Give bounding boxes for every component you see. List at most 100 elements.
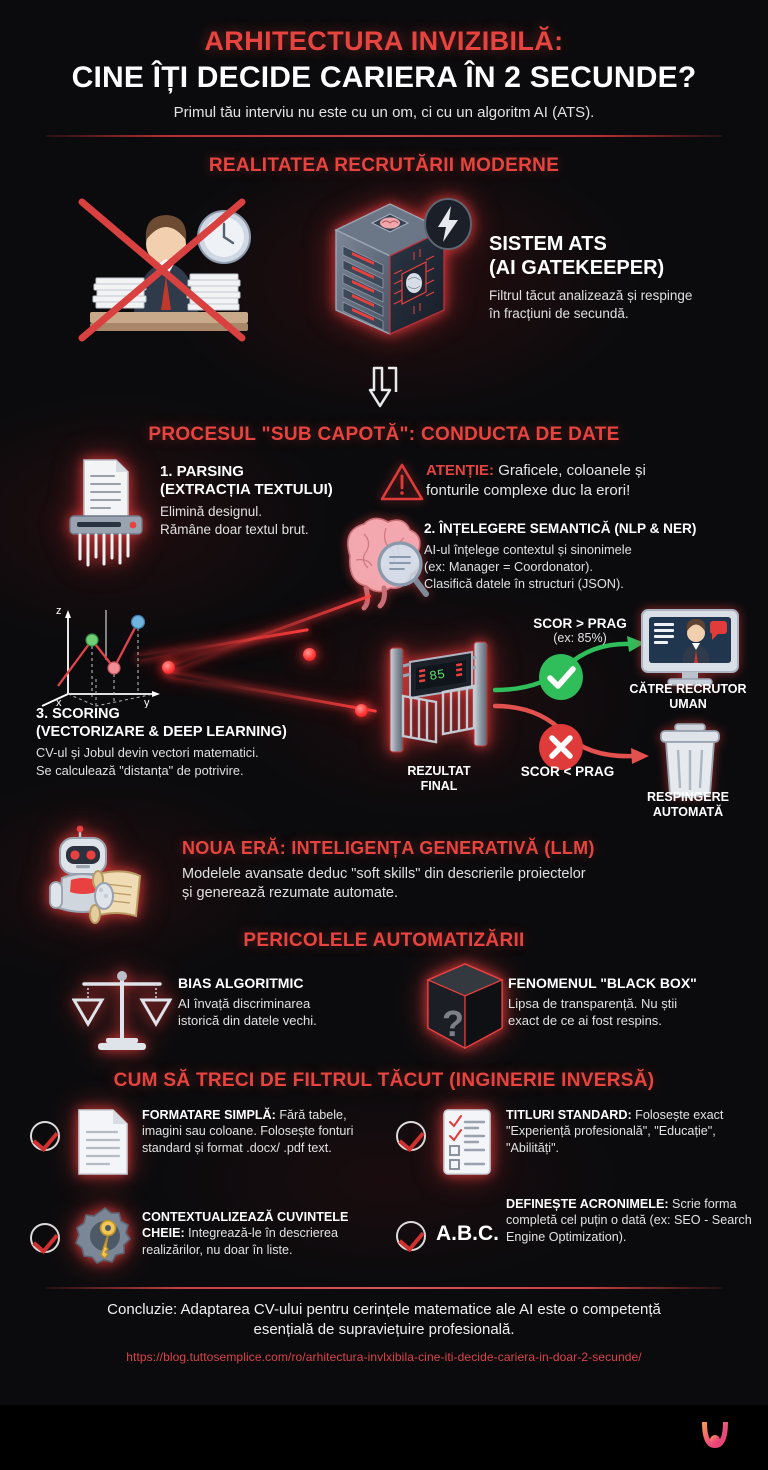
trash-bin-icon [655,722,725,800]
tip-1-lead: TITLURI STANDARD: [506,1108,632,1122]
pipeline-warning-text: ATENȚIE: Graficele, coloanele și fonturi… [426,461,756,500]
step3-desc-line2: Se calculează "distanța" de potrivire. [36,762,244,778]
ats-text-block: SISTEM ATS (AI GATEKEEPER) Filtrul tăcut… [489,232,757,323]
tip-2-body: Integrează-le în descrierea realizărilor… [142,1226,338,1257]
pipeline-step2-text: 2. ÎNȚELEGERE SEMANTICĂ (NLP & NER) AI-u… [424,521,760,592]
step3-desc-line1: CV-ul și Jobul devin vectori matematici. [36,745,259,761]
branch-pass-sub: (ex: 85%) [553,631,607,645]
brand-logo-icon [702,1422,728,1448]
outcome-fail-caption: RESPINGERE AUTOMATĂ [608,790,768,820]
ats-desc-line2: în fracțiuni de secundă. [489,305,629,321]
checklist-icon [440,1108,494,1181]
danger-1-title: FENOMENUL "BLACK BOX" [508,975,697,991]
tip-2-lead: CONTEXTUALIZEAZĂ CUVINTELE CHEIE: [142,1210,349,1241]
danger-0-title: BIAS ALGORITMIC [178,975,304,991]
shredder-icon [60,456,152,568]
section-reality-heading-wrap: REALITATEA RECRUTĂRII MODERNE [0,155,768,177]
gate-turnstile-icon: 85 [380,632,498,762]
human-recruiter-illustration [72,196,262,346]
header-divider [46,135,722,137]
svg-text:85: 85 [428,667,446,684]
section-tips-heading: CUM SĂ TRECI DE FILTRUL TĂCUT (INGINERIE… [113,1070,655,1091]
section-llm-text: NOUA ERĂ: INTELIGENȚA GENERATIVĂ (LLM) M… [182,838,742,904]
warning-text-line2: fonturile complexe duc la erori! [426,481,631,499]
red-cross-icon [78,198,246,342]
abc-label: A.B.C. [436,1222,499,1245]
x-circle-icon [539,724,583,770]
page-subtitle: Primul tău interviu nu este cu un om, ci… [173,104,595,121]
warning-triangle-icon [380,463,424,501]
step1-desc-line1: Elimină designul. [160,503,263,519]
check-circle-icon [539,654,583,700]
outcome-fail-line1: RESPINGERE [647,790,729,804]
gate-caption: REZULTAT FINAL [380,764,498,794]
tip-1-check-icon [396,1121,426,1151]
ats-desc-line1: Filtrul tăcut analizează și respinge [489,287,693,303]
page-title-line1: ARHITECTURA INVIZIBILĂ: [204,26,564,56]
step1-title-line2: (EXTRACȚIA TEXTULUI) [160,481,333,499]
conclusion-line1: Concluzie: Adaptarea CV-ului pentru ceri… [107,1301,661,1318]
pipeline-step1-text: 1. PARSING (EXTRACȚIA TEXTULUI) Elimină … [160,463,370,539]
brain-magnifier-icon [330,516,434,612]
step2-title: 2. ÎNȚELEGERE SEMANTICĂ (NLP & NER) [424,521,697,536]
step2-desc-line1: AI-ul înțelege contextul și sinonimele [424,541,632,557]
ats-server-icon [316,194,472,344]
gate-caption-line1: REZULTAT [407,764,471,778]
tip-3-body: Scrie forma completă cel puțin o dată (e… [506,1197,752,1244]
step1-title-line1: 1. PARSING [160,463,244,480]
conclusion-line2: esențială de supraviețuire profesională. [253,1321,515,1339]
step1-desc-line2: Rămâne doar textul brut. [160,521,309,537]
svg-text:y: y [144,697,150,708]
branch-fail-labels: SCOR < PRAG [500,764,635,779]
llm-desc-line2: și generează rezumate automate. [182,885,399,902]
tip-2-check-icon [30,1223,60,1253]
tip-0-body: Fără tabele, imagini sau coloane. Folose… [142,1108,354,1155]
footer-conclusion: Concluzie: Adaptarea CV-ului pentru ceri… [40,1300,728,1364]
step3-title-line2: (VECTORIZARE & DEEP LEARNING) [36,723,287,740]
page-title-line2: CINE ÎȚI DECIDE CARIERA ÎN 2 SECUNDE? [71,61,697,94]
warning-text-line1: Graficele, coloanele și [498,462,646,479]
svg-text:?: ? [442,1003,464,1044]
down-arrow-icon [368,366,398,408]
section-llm-heading: NOUA ERĂ: INTELIGENȚA GENERATIVĂ (LLM) [182,838,595,858]
section-dangers-heading-wrap: PERICOLELE AUTOMATIZĂRII [0,930,768,952]
outcome-fail-line2: AUTOMATĂ [652,805,724,819]
step3-title-line1: 3. SCORING [36,706,120,722]
section-dangers-heading: PERICOLELE AUTOMATIZĂRII [243,930,525,951]
tip-0-lead: FORMATARE SIMPLĂ: [142,1108,276,1122]
outcome-pass-line2: UMAN [669,697,707,711]
footer-divider [46,1287,722,1289]
beam-node-gate [355,704,368,717]
recruiter-monitor-icon [638,608,742,688]
warning-label: ATENȚIE: [426,462,495,479]
tip-0-check-icon [30,1121,60,1151]
danger-1-desc-line2: exact de ce ai fost respins. [508,1013,662,1029]
tip-3-lead: DEFINEȘTE ACRONIMELE: [506,1197,669,1211]
gate-caption-line2: FINAL [420,779,458,793]
section-pipeline-heading-wrap: PROCESUL "SUB CAPOTĂ": CONDUCTA DE DATE [0,424,768,446]
ats-title-line2: (AI GATEKEEPER) [489,257,665,280]
danger-0-desc-line2: istorică din datele vechi. [178,1013,317,1029]
tip-3-check-icon [396,1221,426,1251]
step2-desc-line2: (ex: Manager = Coordonator). [424,558,593,574]
outcome-pass-caption: CĂTRE RECRUTOR UMAN [608,682,768,712]
danger-item-1: FENOMENUL "BLACK BOX" Lipsa de transpare… [508,975,758,1030]
infographic-canvas: ARHITECTURA INVIZIBILĂ: CINE ÎȚI DECIDE … [0,0,768,1405]
outcome-pass-line1: CĂTRE RECRUTOR [629,682,747,696]
branch-pass-labels: SCOR > PRAG (ex: 85%) [500,616,660,645]
branch-pass-label: SCOR > PRAG [533,616,627,631]
header: ARHITECTURA INVIZIBILĂ: CINE ÎȚI DECIDE … [0,0,768,137]
ats-title-line1: SISTEM ATS [489,233,607,255]
footer-strip [0,1405,768,1470]
step2-desc-line3: Clasifică datele în structuri (JSON). [424,575,624,591]
beam-node-left [162,661,175,674]
danger-0-desc-line1: AI învață discriminarea [178,996,311,1012]
section-reality-heading: REALITATEA RECRUTĂRII MODERNE [208,155,560,176]
footer-url[interactable]: https://blog.tuttosemplice.com/ro/arhite… [126,1349,642,1364]
tip-1-body: Folosește exact "Experiență profesională… [506,1108,724,1155]
branch-fail-label: SCOR < PRAG [520,764,615,779]
lightning-badge-icon [424,198,472,250]
beam-node-mid [303,648,316,661]
black-box-icon: ? [422,960,508,1052]
pipeline-step3-text: 3. SCORING (VECTORIZARE & DEEP LEARNING)… [36,706,366,779]
